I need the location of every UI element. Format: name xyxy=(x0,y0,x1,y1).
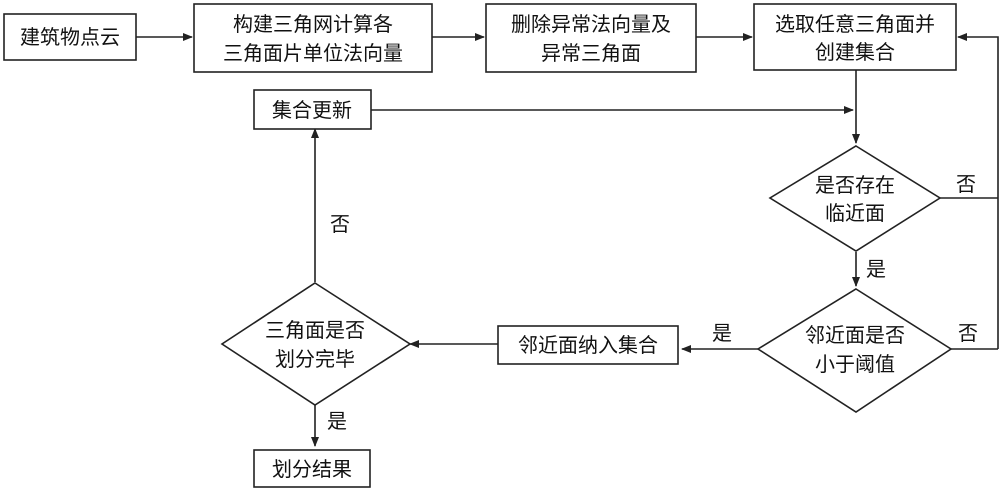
node-select-face-line1: 选取任意三角面并 xyxy=(775,12,935,36)
node-has-neighbor: 是否存在 临近面 xyxy=(768,145,942,252)
edges xyxy=(136,33,999,447)
label-divided-yes: 是 xyxy=(327,409,347,433)
node-select-face: 选取任意三角面并 创建集合 xyxy=(753,3,957,71)
node-all-divided-line2: 划分完毕 xyxy=(275,347,355,371)
edge-right-return xyxy=(957,33,999,349)
node-below-threshold-line2: 小于阈值 xyxy=(815,352,895,376)
node-remove-abnormal: 删除异常法向量及 异常三角面 xyxy=(485,3,697,73)
label-threshold-no: 否 xyxy=(958,321,978,345)
label-threshold-yes: 是 xyxy=(712,321,732,345)
node-set-update: 集合更新 xyxy=(253,89,372,130)
node-below-threshold: 邻近面是否 小于阈值 xyxy=(756,288,953,413)
node-all-divided: 三角面是否 划分完毕 xyxy=(220,282,412,406)
node-below-threshold-line1: 邻近面是否 xyxy=(805,323,905,347)
node-remove-abnormal-line1: 删除异常法向量及 xyxy=(511,12,671,36)
node-build-mesh-line2: 三角面片单位法向量 xyxy=(223,41,403,65)
node-result: 划分结果 xyxy=(253,449,371,488)
node-all-divided-line1: 三角面是否 xyxy=(265,318,365,342)
label-neighbor-yes: 是 xyxy=(866,257,886,281)
node-point-cloud: 建筑物点云 xyxy=(3,13,137,61)
node-has-neighbor-line1: 是否存在 xyxy=(815,173,895,197)
node-result-label: 划分结果 xyxy=(272,457,352,481)
node-add-to-set-label: 邻近面纳入集合 xyxy=(518,333,658,357)
node-set-update-label: 集合更新 xyxy=(272,98,352,122)
node-point-cloud-label: 建筑物点云 xyxy=(20,25,120,49)
label-neighbor-no: 否 xyxy=(956,172,976,196)
node-remove-abnormal-line2: 异常三角面 xyxy=(541,41,641,65)
node-has-neighbor-line2: 临近面 xyxy=(825,201,885,225)
node-build-mesh-line1: 构建三角网计算各 xyxy=(233,12,393,36)
node-add-to-set: 邻近面纳入集合 xyxy=(497,325,679,365)
node-build-mesh: 构建三角网计算各 三角面片单位法向量 xyxy=(193,3,433,73)
node-select-face-line2: 创建集合 xyxy=(815,40,895,64)
label-divided-no: 否 xyxy=(330,212,350,236)
